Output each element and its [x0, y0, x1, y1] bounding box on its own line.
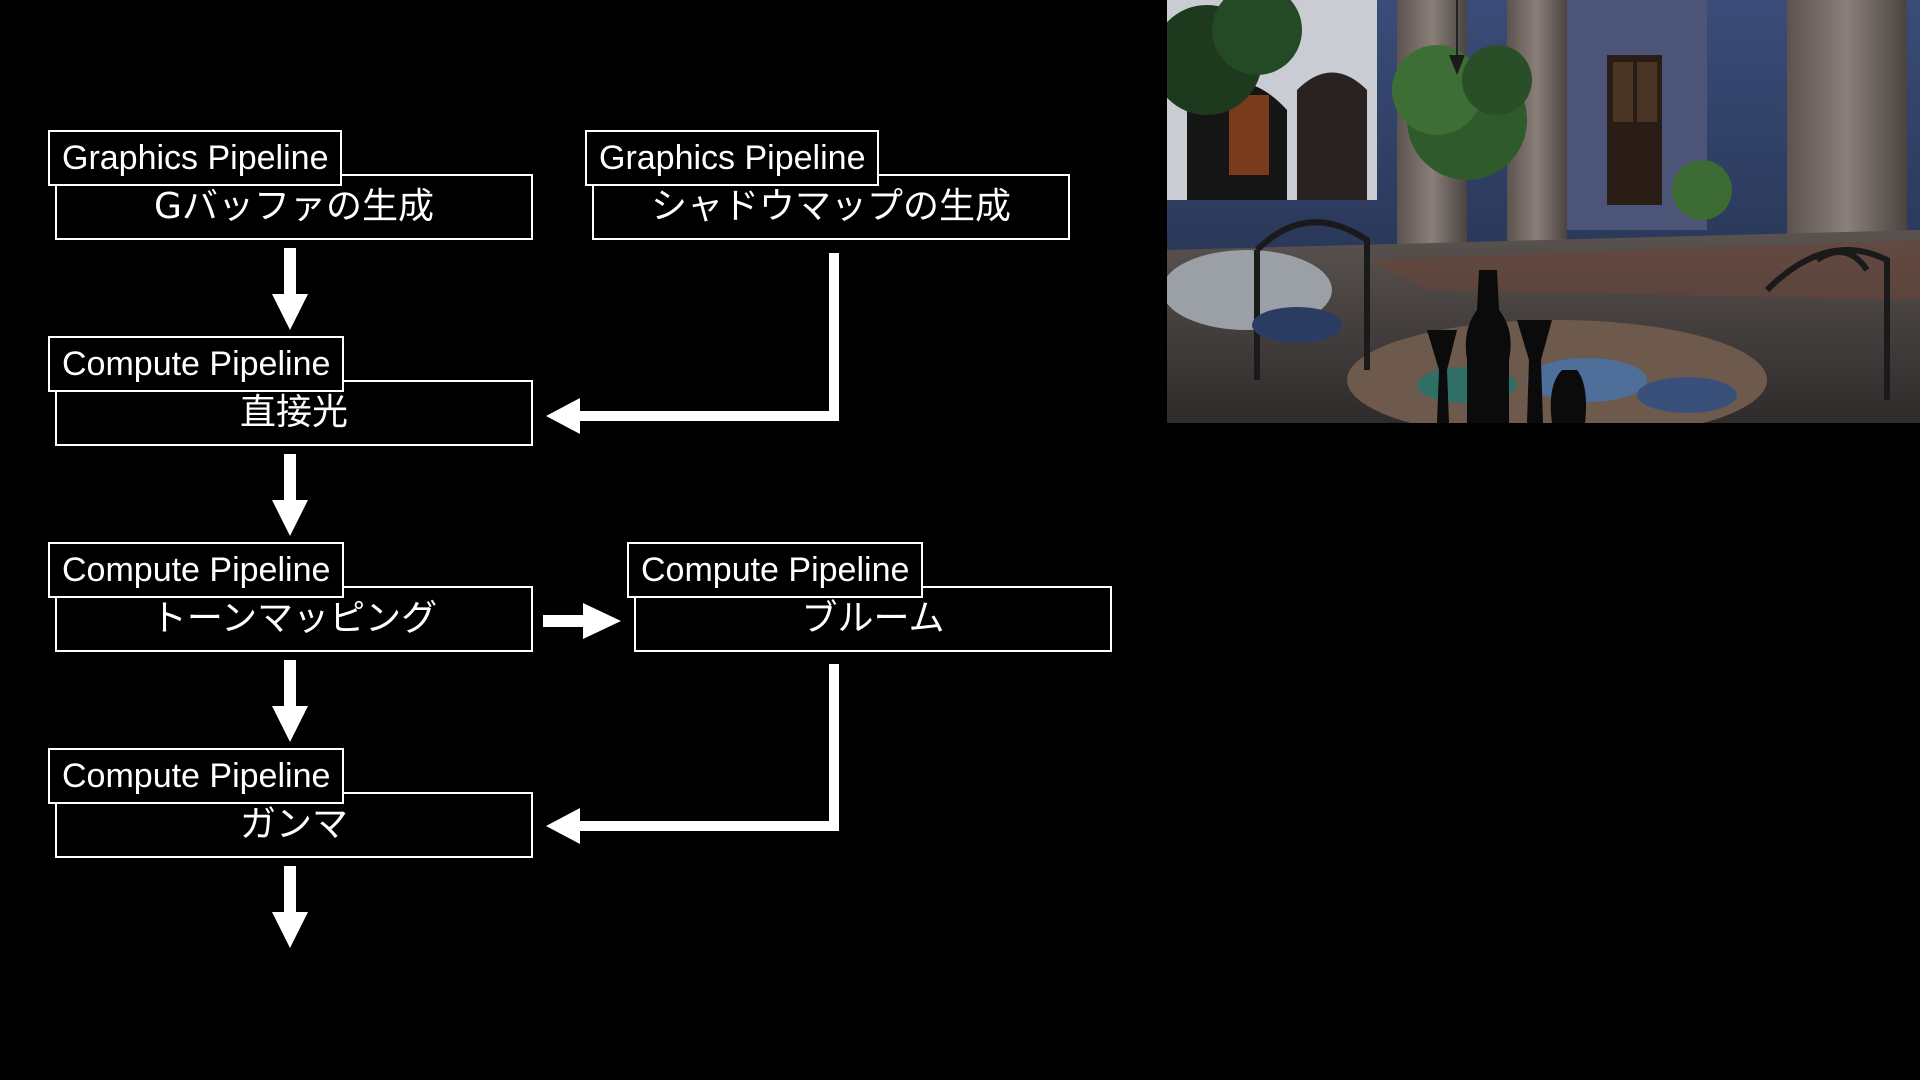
pipeline-tag-graphics: Graphics Pipeline — [585, 130, 880, 186]
pipeline-tag-graphics: Graphics Pipeline — [48, 130, 343, 186]
pipeline-tag-compute: Compute Pipeline — [48, 748, 345, 804]
arrow-tone-mapping-to-gamma — [272, 660, 308, 742]
node-gbuffer: Gバッファの生成 Graphics Pipeline — [48, 130, 538, 245]
pipeline-tag-compute: Compute Pipeline — [627, 542, 924, 598]
pipeline-tag-compute: Compute Pipeline — [48, 336, 345, 392]
arrow-tone-mapping-to-bloom — [543, 603, 621, 639]
node-tone-mapping: トーンマッピング Compute Pipeline — [48, 542, 538, 657]
arrow-direct-light-to-tone-mapping — [272, 454, 308, 536]
arrow-bloom-to-gamma — [546, 664, 839, 844]
node-shadowmap: シャドウマップの生成 Graphics Pipeline — [585, 130, 1075, 245]
node-gamma: ガンマ Compute Pipeline — [48, 748, 538, 863]
pipeline-tag-compute: Compute Pipeline — [48, 542, 345, 598]
node-bloom: ブルーム Compute Pipeline — [627, 542, 1117, 657]
rendered-courtyard-image — [1167, 0, 1920, 423]
node-direct-light: 直接光 Compute Pipeline — [48, 336, 538, 451]
arrow-shadowmap-to-direct-light — [546, 253, 839, 434]
arrow-gamma-output — [272, 866, 308, 948]
arrow-gbuffer-to-direct-light — [272, 248, 308, 330]
